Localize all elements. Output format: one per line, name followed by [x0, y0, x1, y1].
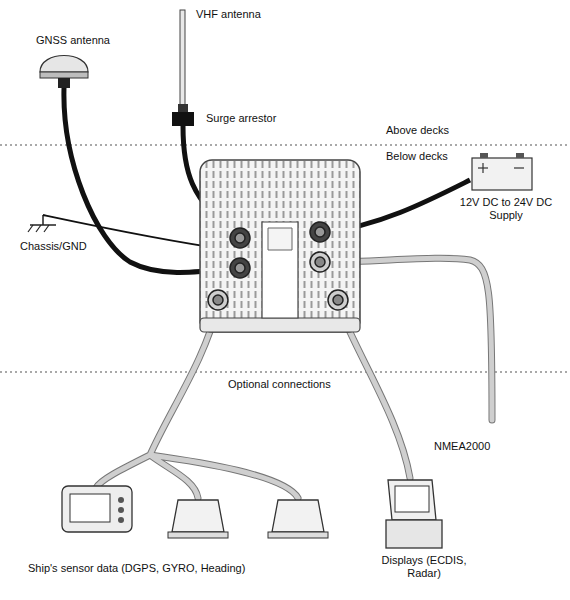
supply-label: 12V DC to 24V DC Supply [448, 196, 564, 222]
zone-label: Below decks [384, 150, 450, 163]
device-label: Displays (ECDIS, Radar) [374, 554, 474, 580]
part-label: Surge arrestor [204, 112, 278, 125]
antenna-label: VHF antenna [194, 8, 263, 21]
device-label: Ship's sensor data (DGPS, GYRO, Heading) [26, 562, 247, 575]
antenna-label: GNSS antenna [34, 34, 112, 47]
bus-label: NMEA2000 [432, 440, 492, 453]
zone-label: Optional connections [226, 378, 333, 391]
zone-label: Above decks [384, 124, 451, 137]
ground-label: Chassis/GND [18, 240, 89, 253]
